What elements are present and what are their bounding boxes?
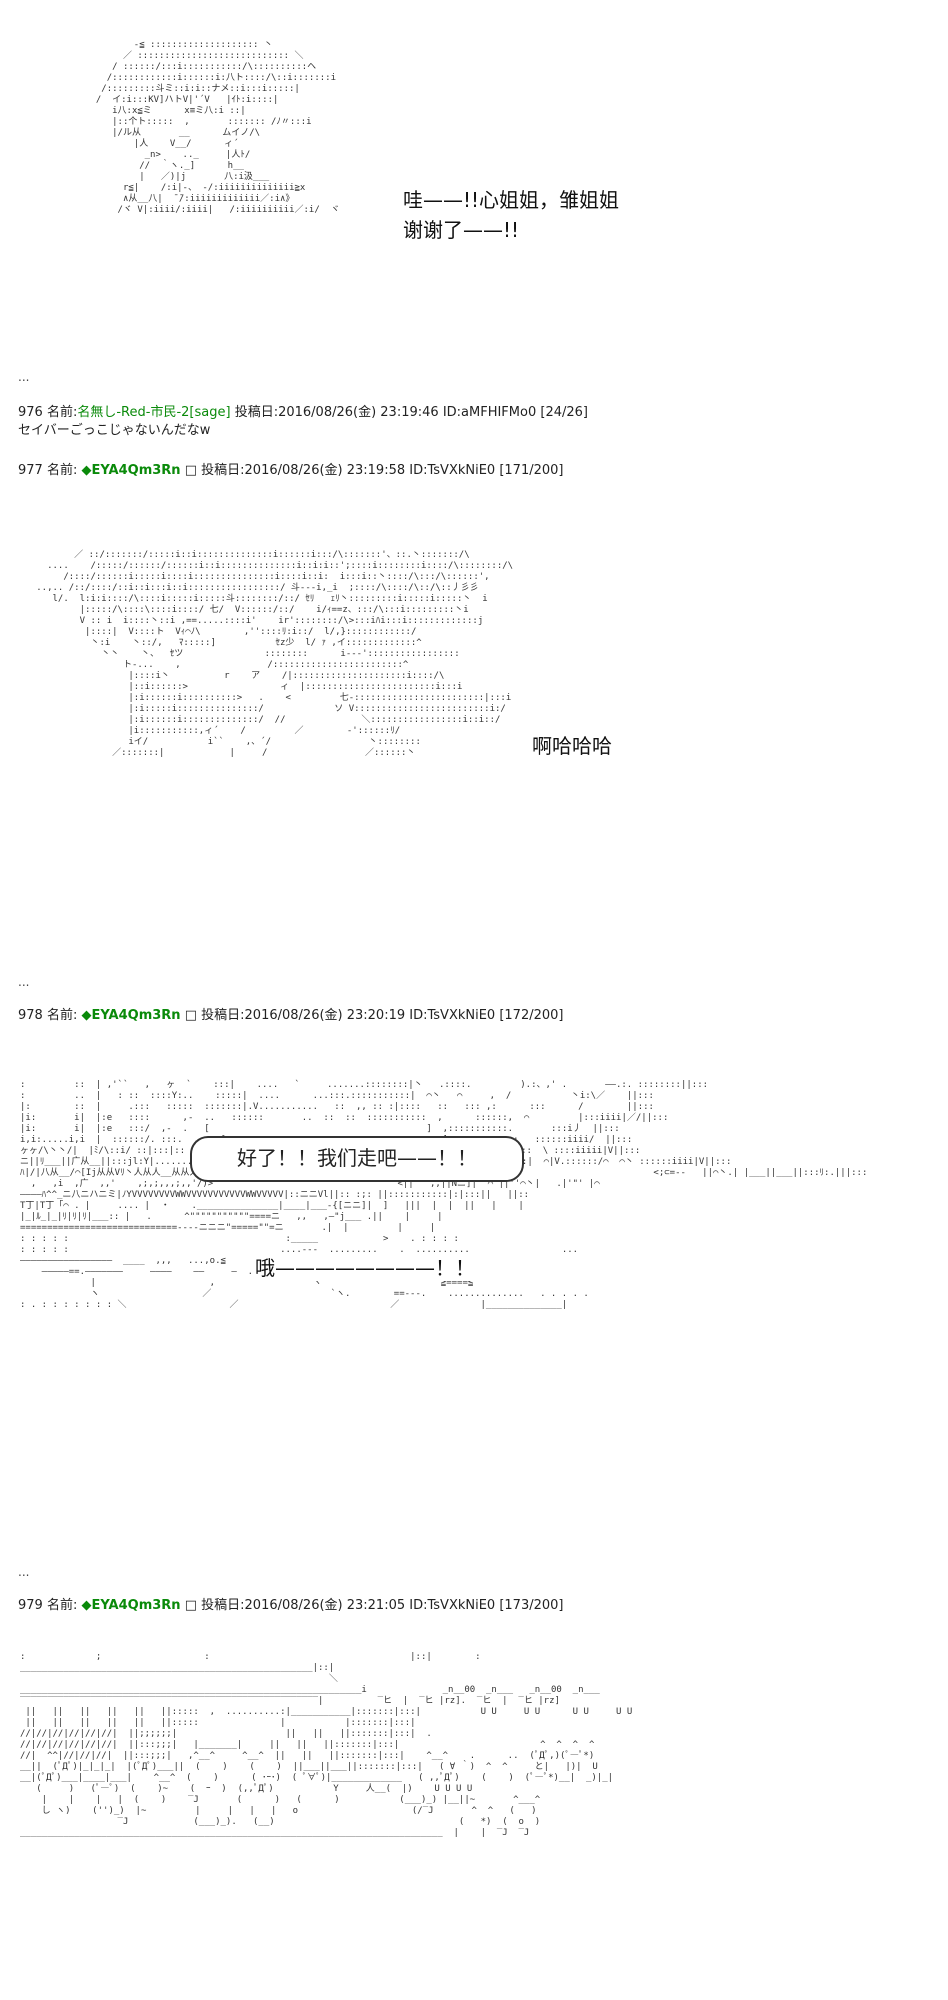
poster-id: ID:aMFHIFMo0 [442,405,537,420]
shout-text: 哦————————！！ [255,1252,475,1281]
post-header-977: 977 名前: ◆EYA4Qm3Rn □ 投稿日:2016/08/26(金) 2… [18,463,564,479]
post-count: [24/26] [540,405,588,420]
ascii-art-crowd-scene: : :: | ,'`` , ヶ ` :::| .... ` .......:::… [20,1080,868,1310]
dialogue-line-1: 哇——!!心姐姐，雏姐姐 [403,188,620,212]
name-label: 名前: [46,1008,78,1023]
trip-code[interactable]: ◆EYA4Qm3Rn [81,463,181,478]
trip-code[interactable]: ◆EYA4Qm3Rn [81,1008,181,1023]
poster-id: ID:TsVXkNiE0 [409,1598,496,1613]
mail-icon: □ [184,463,197,478]
trip-code[interactable]: ◆EYA4Qm3Rn [81,1598,181,1613]
post-number: 979 [18,1598,43,1613]
post-header-976: 976 名前:名無し-Red-市民-2[sage] 投稿日:2016/08/26… [18,405,588,421]
name-label: 名前: [46,405,78,420]
post-header-978: 978 名前: ◆EYA4Qm3Rn □ 投稿日:2016/08/26(金) 2… [18,1008,564,1024]
post-header-979: 979 名前: ◆EYA4Qm3Rn □ 投稿日:2016/08/26(金) 2… [18,1598,564,1614]
post-count: [172/200] [499,1008,564,1023]
ascii-art-girl-laughing: ／ ::/:::::::/:::::i::i::::::::::::::i:::… [36,550,514,758]
mail-icon: □ [184,1008,197,1023]
dialogue-laugh: 啊哈哈哈 [532,730,612,759]
separator-dots: ... [18,975,30,989]
post-number: 977 [18,463,43,478]
date-label: 投稿日: [234,405,279,420]
poster-id: ID:TsVXkNiE0 [409,1008,496,1023]
mail-icon: □ [184,1598,197,1613]
dialogue-line-2: 谢谢了——!! [403,218,520,242]
ascii-art-girls-1: -≦ :::::::::::::::::::: 丶 ／ ::::::::::::… [95,40,340,215]
post-date: 2016/08/26(金) 23:19:58 [244,463,406,478]
poster-name-link[interactable]: 名無し-Red-市民-2 [77,405,190,420]
date-label: 投稿日: [201,463,245,478]
name-label: 名前: [46,463,78,478]
sage-link[interactable]: [sage] [189,405,231,420]
name-label: 名前: [46,1598,78,1613]
bubble-text: 好了！！我们走吧——！！ [237,1146,477,1170]
dialogue-text: 哇——!!心姐姐，雏姐姐 谢谢了——!! [403,185,619,245]
separator-dots: ... [18,370,30,384]
post-body-976: セイバーごっこじゃないんだなw [18,423,211,438]
separator-dots: ... [18,1565,30,1579]
post-date: 2016/08/26(金) 23:21:05 [244,1598,406,1613]
post-date: 2016/08/26(金) 23:19:46 [278,405,439,420]
date-label: 投稿日: [201,1598,245,1613]
post-count: [173/200] [499,1598,564,1613]
post-date: 2016/08/26(金) 23:20:19 [244,1008,406,1023]
ascii-art-shop-scene: : ; : |::| : ___________________________… [20,1652,633,1838]
poster-id: ID:TsVXkNiE0 [409,463,496,478]
post-count: [171/200] [499,463,564,478]
post-number: 978 [18,1008,43,1023]
date-label: 投稿日: [201,1008,245,1023]
speech-bubble: 好了！！我们走吧——！！ [190,1136,524,1182]
post-number: 976 [18,405,43,420]
